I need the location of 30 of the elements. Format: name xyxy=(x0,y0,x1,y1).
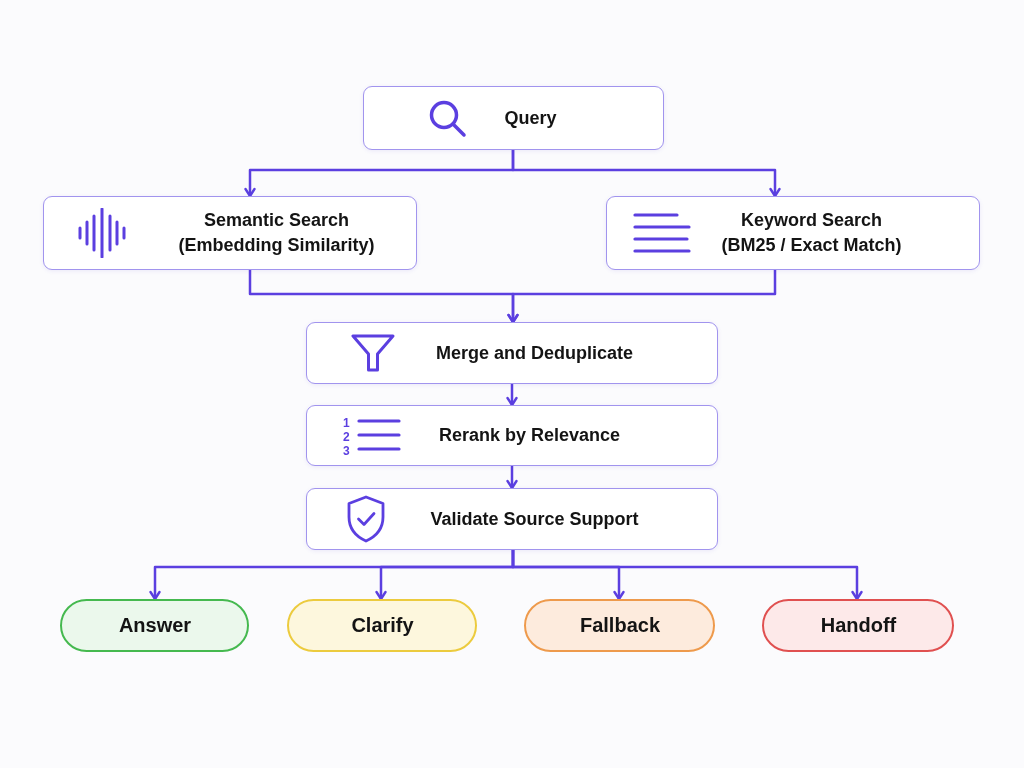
node-label: Rerank by Relevance xyxy=(438,424,621,447)
process-box xyxy=(606,196,980,270)
node-label: Answer xyxy=(118,613,192,638)
list-number: 2 xyxy=(343,431,350,444)
list-number: 1 xyxy=(343,417,350,430)
process-box xyxy=(306,405,718,466)
outcome-pill xyxy=(524,599,715,652)
node-sublabel: (BM25 / Exact Match) xyxy=(721,234,902,257)
node-label: Validate Source Support xyxy=(430,507,639,531)
node-label: Handoff xyxy=(820,613,897,638)
process-box xyxy=(363,86,664,150)
outcome-pill xyxy=(762,599,954,652)
arrow xyxy=(511,150,781,198)
node-label: Merge and Deduplicate xyxy=(435,341,633,365)
node-label: Keyword Search xyxy=(740,209,883,232)
node-label: Semantic Search xyxy=(203,209,350,232)
process-box xyxy=(43,196,417,270)
outcome-pill xyxy=(287,599,477,652)
arrow xyxy=(506,466,518,490)
node-sublabel: (Embedding Similarity) xyxy=(178,234,375,257)
process-box xyxy=(306,488,718,550)
arrow xyxy=(506,384,518,407)
list-number: 3 xyxy=(343,445,350,458)
arrow xyxy=(507,270,777,324)
process-box xyxy=(306,322,718,384)
node-label: Fallback xyxy=(579,613,660,638)
node-label: Clarify xyxy=(351,613,414,638)
node-label: Query xyxy=(504,106,557,130)
arrow xyxy=(511,550,863,601)
outcome-pill xyxy=(60,599,249,652)
